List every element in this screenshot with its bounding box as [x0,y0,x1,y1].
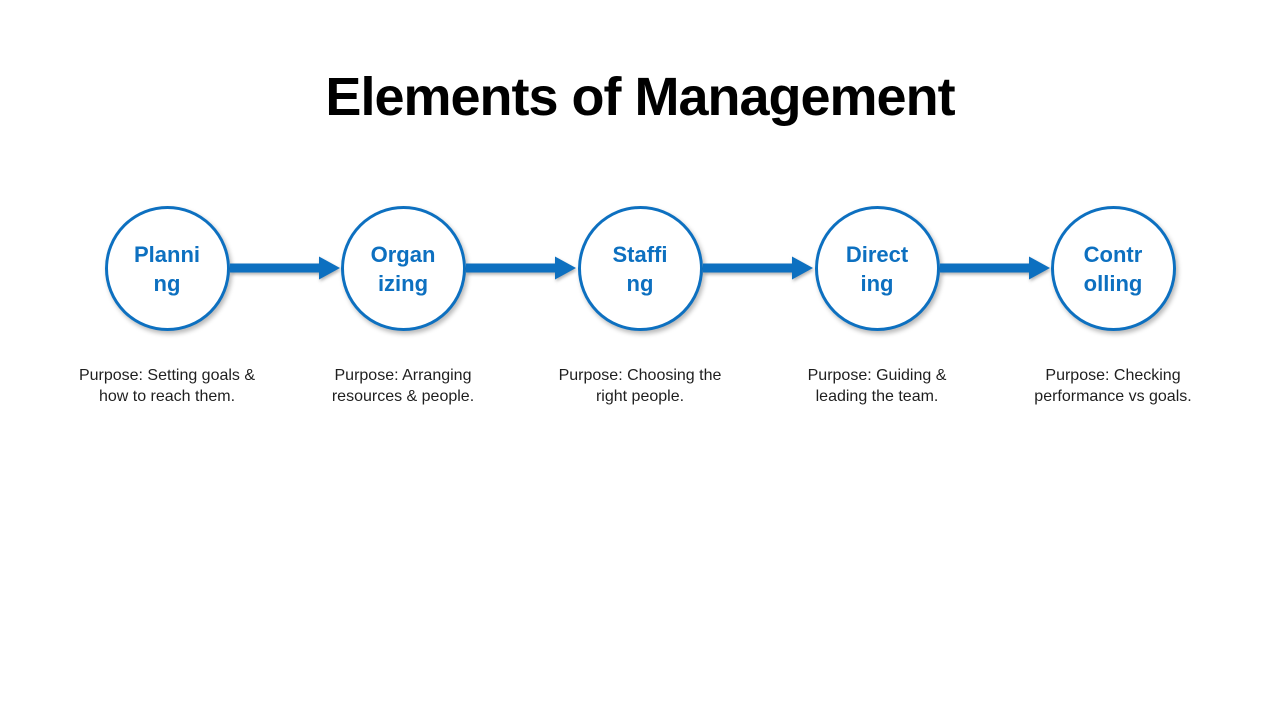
stage-label-line: Organ [370,241,436,267]
circle-organizing: Organ izing [340,206,466,331]
purpose-line: right people. [595,388,685,405]
stage-planning: Planni ng Purpose: Setting goals & how t… [52,206,282,407]
arrow-right-icon [940,255,1050,281]
circle-planning: Planni ng [104,206,230,331]
purpose-line: performance vs goals. [1034,388,1192,405]
arrow-right-icon [703,255,813,281]
circle-directing: Direct ing [814,206,940,331]
stage-controlling: Contr olling Purpose: Checking performan… [998,206,1228,407]
purpose-line: Purpose: Checking [1045,367,1181,384]
circle-staffing: Staffi ng [577,206,703,331]
purpose-staffing: Purpose: Choosing the right people. [559,365,722,407]
arrow-right-icon [466,255,576,281]
stage-label-line: ng [153,270,181,296]
stage-label-line: olling [1083,270,1143,296]
stage-staffing: Staffi ng Purpose: Choosing the right pe… [525,206,755,407]
slide-title: Elements of Management [325,67,955,127]
circle-controlling: Contr olling [1050,206,1176,331]
purpose-planning: Purpose: Setting goals & how to reach th… [79,365,255,407]
purpose-line: Purpose: Guiding & [807,367,947,384]
stage-label-line: Staffi [612,241,668,267]
stage-directing: Direct ing Purpose: Guiding & leading th… [762,206,992,407]
purpose-line: resources & people. [331,388,475,405]
arrow-right-icon [230,255,340,281]
purpose-line: leading the team. [815,388,939,405]
purpose-directing: Purpose: Guiding & leading the team. [808,365,947,407]
stage-organizing: Organ izing Purpose: Arranging resources… [288,206,518,407]
stage-label-line: ing [860,270,894,296]
stage-label-line: izing [377,270,429,296]
stage-label-line: Planni [133,241,200,267]
purpose-organizing: Purpose: Arranging resources & people. [332,365,474,407]
stage-label-line: ng [626,270,654,296]
stage-label-line: Direct [845,241,909,267]
purpose-controlling: Purpose: Checking performance vs goals. [1034,365,1191,407]
purpose-line: Purpose: Arranging [334,367,472,384]
purpose-line: Purpose: Choosing the [558,367,722,384]
stage-label-line: Contr [1083,241,1143,267]
purpose-line: Purpose: Setting goals & [78,367,256,384]
purpose-line: how to reach them. [98,388,236,405]
